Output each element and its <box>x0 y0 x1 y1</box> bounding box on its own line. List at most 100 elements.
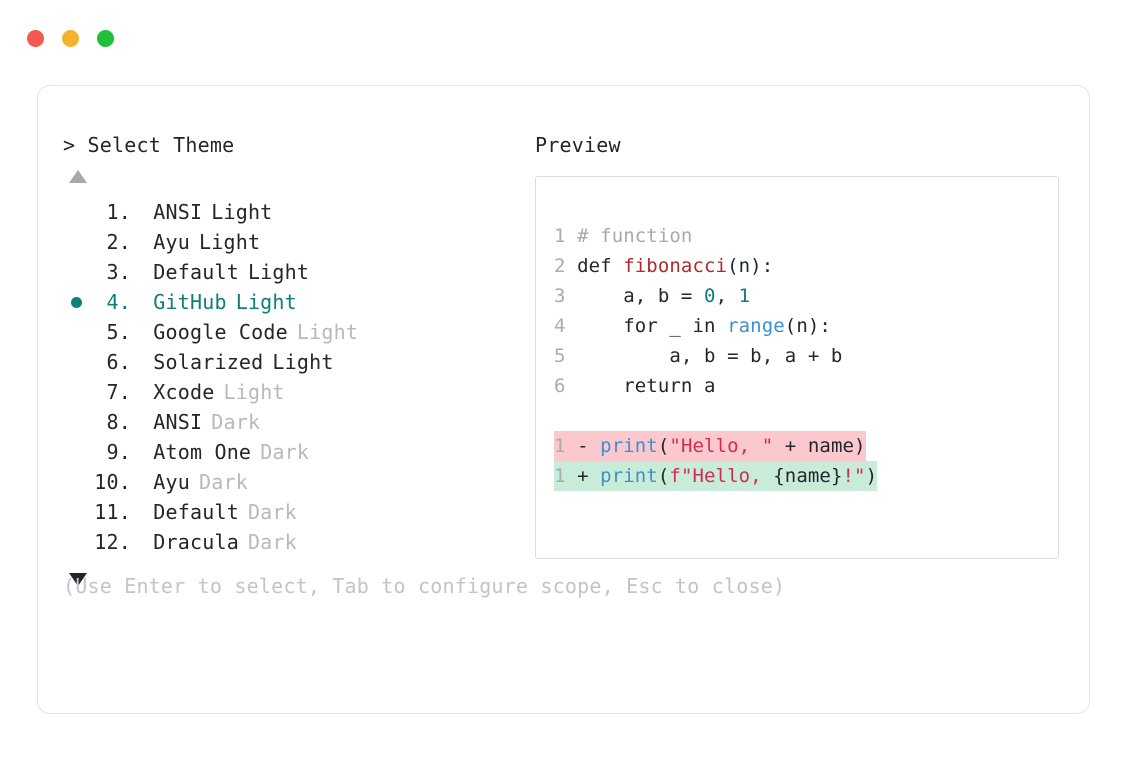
diff-row: 1 - print("Hello, " + name) <box>554 431 1058 461</box>
code-token-string: "Hello, " <box>669 435 774 457</box>
theme-list-item[interactable]: 6. Solarized Light <box>63 347 533 377</box>
code-line-number: 6 <box>554 375 578 397</box>
theme-list-item[interactable]: 5. Google Code Light <box>63 317 533 347</box>
theme-item-name: Google Code <box>153 320 288 344</box>
code-token-plain: def <box>577 255 624 277</box>
theme-item-number: 2. <box>106 230 131 254</box>
theme-item-name: Solarized <box>153 350 264 374</box>
code-line-number: 4 <box>554 315 578 337</box>
theme-item-name: Xcode <box>153 380 215 404</box>
theme-item-number: 5. <box>106 320 131 344</box>
code-line: 4 for _ in range(n): <box>554 311 1058 341</box>
code-token-plain: (n): <box>727 255 774 277</box>
theme-list-item[interactable]: 3. Default Light <box>63 257 533 287</box>
theme-item-number: 6. <box>106 350 131 374</box>
theme-item-gap <box>131 407 153 437</box>
theme-list-item[interactable]: 11. Default Dark <box>63 497 533 527</box>
theme-item-variant: Light <box>247 260 310 284</box>
theme-item-variant: Light <box>272 350 334 374</box>
code-token-plain: a, b = <box>577 285 705 307</box>
theme-item-variant: Dark <box>260 440 310 464</box>
code-token-plain: + name) <box>773 435 866 457</box>
maximize-button[interactable] <box>97 30 114 47</box>
diff-sign: - <box>577 435 601 457</box>
theme-item-name: Dracula <box>153 530 239 554</box>
code-token-builtin: range <box>727 315 785 337</box>
theme-item-number: 4. <box>106 290 131 314</box>
code-line: 5 a, b = b, a + b <box>554 341 1058 371</box>
theme-list-item[interactable]: 2. Ayu Light <box>63 227 533 257</box>
code-line: 2 def fibonacci(n): <box>554 251 1058 281</box>
preview-title: Preview <box>535 133 621 157</box>
theme-item-number: 8. <box>106 410 131 434</box>
code-line-number: 1 <box>554 225 578 247</box>
code-token-plain: ( <box>657 435 670 457</box>
theme-item-number: 11. <box>94 500 131 524</box>
theme-item-gap <box>131 257 153 287</box>
theme-item-name: Default <box>153 500 239 524</box>
theme-item-gap <box>131 347 153 377</box>
theme-item-name: GitHub <box>153 290 227 314</box>
selection-bullet-slot <box>63 296 89 308</box>
code-line: 6 return a <box>554 371 1058 401</box>
prompt-caret-icon: > <box>63 133 76 157</box>
code-token-plain: return a <box>577 375 716 397</box>
code-token-func: fibonacci <box>623 255 728 277</box>
theme-item-gap <box>131 287 153 317</box>
theme-item-gap <box>131 197 153 227</box>
code-token-num: 0 <box>704 285 716 307</box>
theme-item-number: 3. <box>106 260 131 284</box>
theme-item-gap <box>131 437 153 467</box>
code-token-builtin: print <box>600 435 658 457</box>
theme-item-name: Atom One <box>153 440 252 464</box>
theme-item-variant: Dark <box>247 500 297 524</box>
code-line: 3 a, b = 0, 1 <box>554 281 1058 311</box>
code-line: 1 # function <box>554 221 1058 251</box>
theme-item-variant: Light <box>296 320 359 344</box>
theme-item-number: 12. <box>94 530 131 554</box>
code-token-num: 1 <box>738 285 751 307</box>
selection-bullet-icon <box>70 296 82 308</box>
theme-item-number: 7. <box>106 380 131 404</box>
code-token-plain: , <box>715 285 739 307</box>
diff-line-number: 1 <box>554 435 578 457</box>
theme-list-item[interactable]: 4. GitHub Light <box>63 287 533 317</box>
code-token-comment: # function <box>577 225 693 247</box>
theme-item-name: Default <box>153 260 239 284</box>
theme-item-gap <box>131 527 153 557</box>
theme-item-number: 9. <box>106 440 131 464</box>
scroll-down-icon[interactable] <box>69 573 87 586</box>
code-token-plain: a, b = b, a + b <box>577 345 843 367</box>
theme-item-gap <box>131 227 153 257</box>
theme-item-variant: Light <box>235 290 297 314</box>
window-titlebar <box>27 30 114 47</box>
theme-item-variant: Light <box>198 230 261 254</box>
theme-list-item[interactable]: 12. Dracula Dark <box>63 527 533 557</box>
theme-item-name: ANSI <box>153 410 203 434</box>
close-button[interactable] <box>27 30 44 47</box>
code-token-string: !" <box>842 465 866 487</box>
theme-item-variant: Dark <box>247 530 297 554</box>
theme-item-name: Ayu <box>153 230 190 254</box>
code-token-plain: {name} <box>773 465 843 487</box>
theme-item-number: 10. <box>94 470 131 494</box>
theme-item-gap <box>131 467 153 497</box>
theme-item-number: 1. <box>106 200 131 224</box>
diff-line-del: 1 - print("Hello, " + name) <box>554 431 866 461</box>
theme-item-gap <box>131 377 153 407</box>
code-token-builtin: print <box>600 465 658 487</box>
code-line-number: 5 <box>554 345 578 367</box>
diff-block: 1 - print("Hello, " + name)1 + print(f"H… <box>554 431 1058 491</box>
minimize-button[interactable] <box>62 30 79 47</box>
scroll-up-icon[interactable] <box>69 170 87 183</box>
code-line-number: 2 <box>554 255 578 277</box>
theme-list-item[interactable]: 9. Atom One Dark <box>63 437 533 467</box>
